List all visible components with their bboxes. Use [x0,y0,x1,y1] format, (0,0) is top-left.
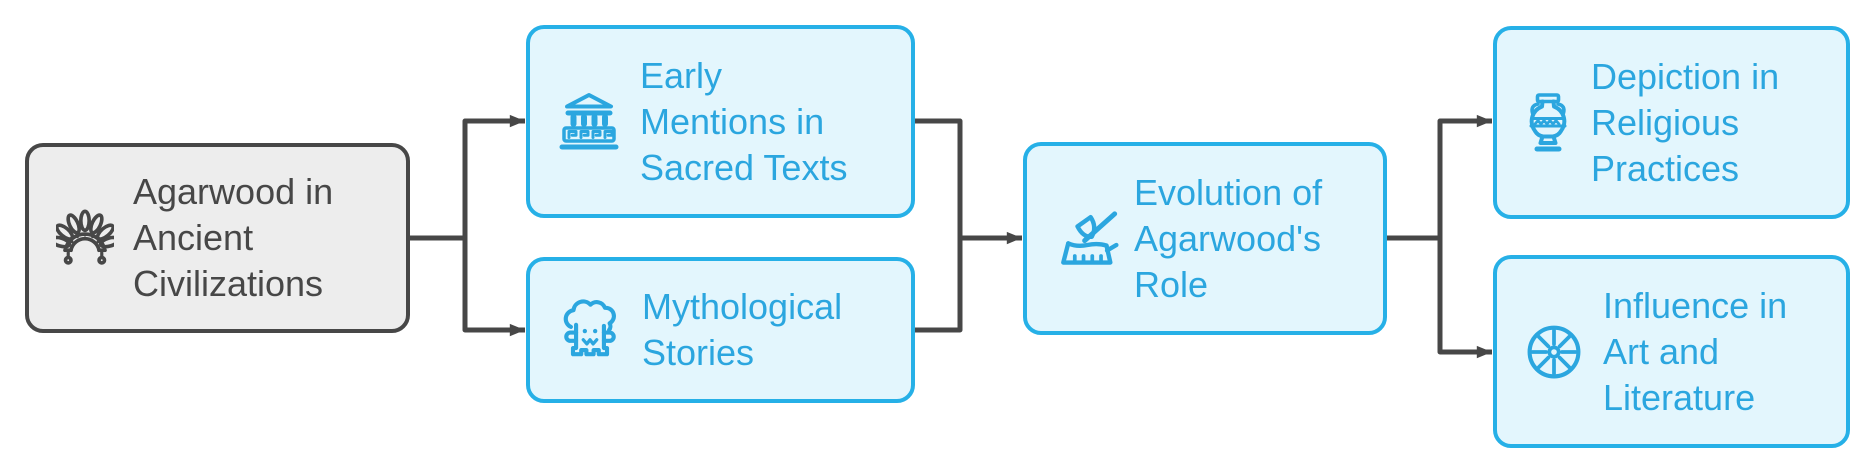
edge-evolution-branches [1437,114,1492,359]
wheel-icon [1524,322,1584,382]
amphora-icon [1524,91,1572,155]
headdress-icon [56,209,114,267]
node-art-label: Influence in Art and Literature [1603,284,1788,418]
greek-temple-icon [557,90,621,154]
node-agarwood-in-ancient-civilizations: Agarwood in Ancient Civilizations [25,143,410,333]
tree-spirit-icon [557,297,623,363]
node-evolution-label: Evolution of Agarwood's Role [1134,171,1323,305]
node-influence-in-art-and-literature: Influence in Art and Literature [1493,255,1850,448]
node-religious-label: Depiction in Religious Practices [1591,55,1780,189]
edge-root-branches [462,114,525,337]
node-early-mentions-in-sacred-texts: Early Mentions in Sacred Texts [526,25,915,218]
node-evolution-of-agarwoods-role: Evolution of Agarwood's Role [1023,142,1387,335]
node-sacred-label: Early Mentions in Sacred Texts [640,54,848,188]
node-root-label: Agarwood in Ancient Civilizations [133,171,334,304]
axe-stump-icon [1054,204,1124,274]
node-depiction-in-religious-practices: Depiction in Religious Practices [1493,26,1850,219]
edge-middle-merge [915,118,963,333]
node-myth-label: Mythological Stories [642,286,843,373]
node-mythological-stories: Mythological Stories [526,257,915,403]
